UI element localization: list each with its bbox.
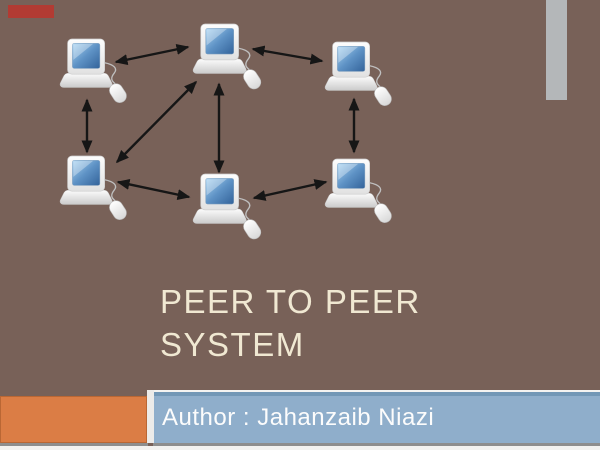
- accent-bar-topright: [546, 0, 567, 100]
- screen-glare: [206, 28, 227, 46]
- accent-rect-topleft: [8, 5, 54, 18]
- connection-arrow: [116, 178, 191, 201]
- screen: [205, 178, 234, 205]
- mouse-icon: [374, 86, 392, 106]
- screen: [337, 46, 366, 72]
- slide-title: PEER TO PEER SYSTEM: [160, 280, 421, 366]
- mouse-icon: [243, 219, 262, 240]
- mouse-cable: [104, 179, 117, 202]
- computer-icon: [59, 155, 127, 220]
- mouse-cable: [238, 47, 251, 71]
- bottom-strip: [0, 446, 600, 450]
- computer-base: [324, 192, 378, 208]
- footer-shadow-right: [153, 443, 600, 446]
- mouse-cable: [369, 65, 382, 88]
- footer-accent-rect: [0, 396, 147, 443]
- footer-gap: [147, 390, 154, 443]
- computer-icon: [324, 41, 392, 106]
- mouse-cable: [238, 197, 251, 221]
- screen: [205, 28, 234, 55]
- mouse-cable: [369, 182, 382, 205]
- connection-arrow: [251, 45, 324, 65]
- mouse-icon: [109, 200, 127, 220]
- title-line-1: PEER TO PEER: [160, 283, 421, 320]
- computer-base: [192, 208, 247, 224]
- connection-arrow: [252, 179, 328, 201]
- computer-base: [192, 58, 247, 74]
- screen: [337, 163, 366, 189]
- screen: [72, 43, 101, 69]
- computer-base: [59, 72, 113, 88]
- screen-glare: [206, 178, 227, 196]
- computer-base: [59, 189, 113, 205]
- footer-shadow-left: [0, 443, 148, 446]
- connection-arrow: [114, 43, 190, 66]
- screen-glare: [73, 43, 94, 60]
- computer-icon: [192, 173, 262, 240]
- title-line-2: SYSTEM: [160, 326, 305, 363]
- mouse-cable: [104, 62, 117, 85]
- computer-icon: [192, 23, 262, 90]
- author-text: Author : Jahanzaib Niazi: [162, 404, 435, 431]
- computer-icon: [59, 38, 127, 103]
- computer-icon: [324, 158, 392, 223]
- screen: [72, 160, 101, 186]
- mouse-icon: [374, 203, 392, 223]
- mouse-icon: [243, 69, 262, 90]
- subtitle-bar: Author : Jahanzaib Niazi: [154, 390, 600, 443]
- connection-arrow: [115, 80, 198, 164]
- computer-base: [324, 75, 378, 91]
